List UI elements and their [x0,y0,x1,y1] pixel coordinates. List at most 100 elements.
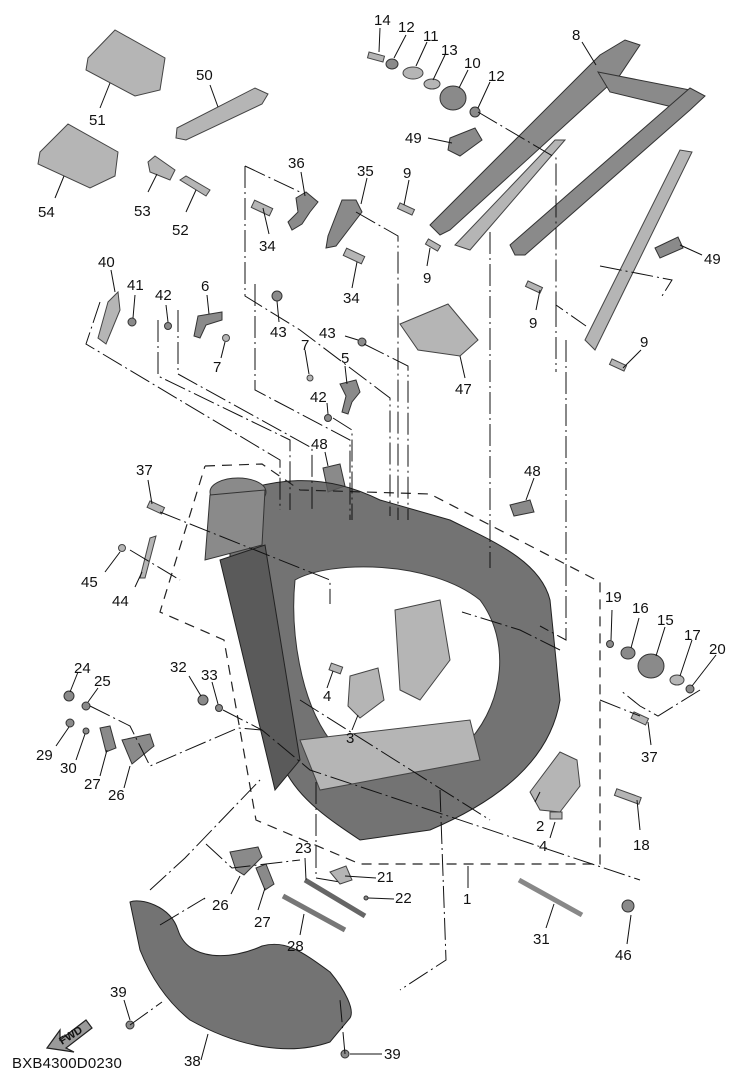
part-bolt-4a [328,662,344,675]
callout-38[interactable]: 38 [184,1053,201,1070]
callout-40[interactable]: 40 [98,254,115,271]
callout-4-b[interactable]: 4 [539,838,547,855]
callout-34-b[interactable]: 34 [343,290,360,307]
connection-lines [85,111,701,1055]
callout-17[interactable]: 17 [684,627,701,644]
callout-15[interactable]: 15 [657,612,674,629]
callout-9-c[interactable]: 9 [529,315,537,332]
part-screw-22 [363,895,369,901]
callout-22[interactable]: 22 [395,890,412,907]
callout-51[interactable]: 51 [89,112,106,129]
callout-34-a[interactable]: 34 [259,238,276,255]
callout-18[interactable]: 18 [633,837,650,854]
callout-9-b[interactable]: 9 [423,270,431,287]
callout-50[interactable]: 50 [196,67,213,84]
callout-49-a[interactable]: 49 [405,130,422,147]
callout-1[interactable]: 1 [463,891,471,908]
callout-9-a[interactable]: 9 [403,165,411,182]
callout-16[interactable]: 16 [632,600,649,617]
callout-45[interactable]: 45 [81,574,98,591]
part-engine-bracket-27a [99,725,117,753]
fwd-arrow-icon: FWD [45,1019,93,1053]
part-bolt-7b [306,374,314,382]
part-bracket-36 [287,191,319,231]
callout-26-b[interactable]: 26 [212,897,229,914]
callout-44[interactable]: 44 [112,593,129,610]
callout-19[interactable]: 19 [605,589,622,606]
part-bolt-34b [342,247,366,265]
part-bolt-45 [118,544,126,552]
callout-20[interactable]: 20 [709,641,726,658]
callout-21[interactable]: 21 [377,869,394,886]
callout-27-b[interactable]: 27 [254,914,271,931]
callout-13[interactable]: 13 [441,42,458,59]
part-bolt-37b [630,711,650,726]
callout-54[interactable]: 54 [38,204,55,221]
callout-42-a[interactable]: 42 [155,287,172,304]
callout-37-a[interactable]: 37 [136,462,153,479]
callout-14[interactable]: 14 [374,12,391,29]
part-plate-47 [399,303,479,357]
callout-26-a[interactable]: 26 [108,787,125,804]
part-washer-12a [385,58,399,70]
callout-49-b[interactable]: 49 [704,251,721,268]
callout-23[interactable]: 23 [295,840,312,857]
callout-43-b[interactable]: 43 [319,325,336,342]
callout-9-d[interactable]: 9 [640,334,648,351]
callout-39-b[interactable]: 39 [384,1046,401,1063]
callout-4-a[interactable]: 4 [323,688,331,705]
callout-12-b[interactable]: 12 [488,68,505,85]
part-pad-54 [37,123,119,189]
callout-8[interactable]: 8 [572,27,580,44]
callout-5[interactable]: 5 [341,350,349,367]
callout-43-a[interactable]: 43 [270,324,287,341]
part-nut-42b [324,414,332,422]
callout-47[interactable]: 47 [455,381,472,398]
callout-53[interactable]: 53 [134,203,151,220]
callout-7-b[interactable]: 7 [301,337,309,354]
part-collar-13 [423,78,441,90]
callout-32[interactable]: 32 [170,659,187,676]
callout-27-a[interactable]: 27 [84,776,101,793]
callout-41[interactable]: 41 [127,277,144,294]
callout-11[interactable]: 11 [423,28,439,45]
callout-7-a[interactable]: 7 [213,359,221,376]
callout-37-b[interactable]: 37 [641,749,658,766]
callout-12-a[interactable]: 12 [398,19,415,36]
callout-31[interactable]: 31 [533,931,550,948]
part-collar-53 [147,155,176,181]
part-washer-12b [469,106,481,118]
part-rear-frame-8 [429,39,706,351]
callout-10[interactable]: 10 [464,55,481,72]
callout-48-b[interactable]: 48 [524,463,541,480]
callout-39-a[interactable]: 39 [110,984,127,1001]
callout-29[interactable]: 29 [36,747,53,764]
part-collar-17 [669,674,685,686]
part-engine-bracket-3 [347,667,385,719]
callout-35[interactable]: 35 [357,163,374,180]
part-nut-43a [271,290,283,302]
callout-52[interactable]: 52 [172,222,189,239]
callout-33[interactable]: 33 [201,667,218,684]
callout-28[interactable]: 28 [287,938,304,955]
callout-24[interactable]: 24 [74,660,91,677]
part-bolt-28 [281,893,347,933]
part-bracket-5 [339,379,361,415]
callout-42-b[interactable]: 42 [310,389,327,406]
callout-30[interactable]: 30 [60,760,77,777]
frame-assembly-outline [159,463,601,865]
callout-2[interactable]: 2 [536,818,544,835]
callout-3[interactable]: 3 [346,730,354,747]
callout-25[interactable]: 25 [94,673,111,690]
callout-36[interactable]: 36 [288,155,305,172]
part-engine-bracket-2 [529,751,581,813]
part-engine-bracket-27b [255,863,275,891]
part-bracket-44 [139,535,157,579]
callout-46[interactable]: 46 [615,947,632,964]
part-link-50 [175,87,269,141]
part-washer-30 [82,727,90,735]
callout-48-a[interactable]: 48 [311,436,328,453]
part-nut-16 [620,646,636,660]
callout-6[interactable]: 6 [201,278,209,295]
